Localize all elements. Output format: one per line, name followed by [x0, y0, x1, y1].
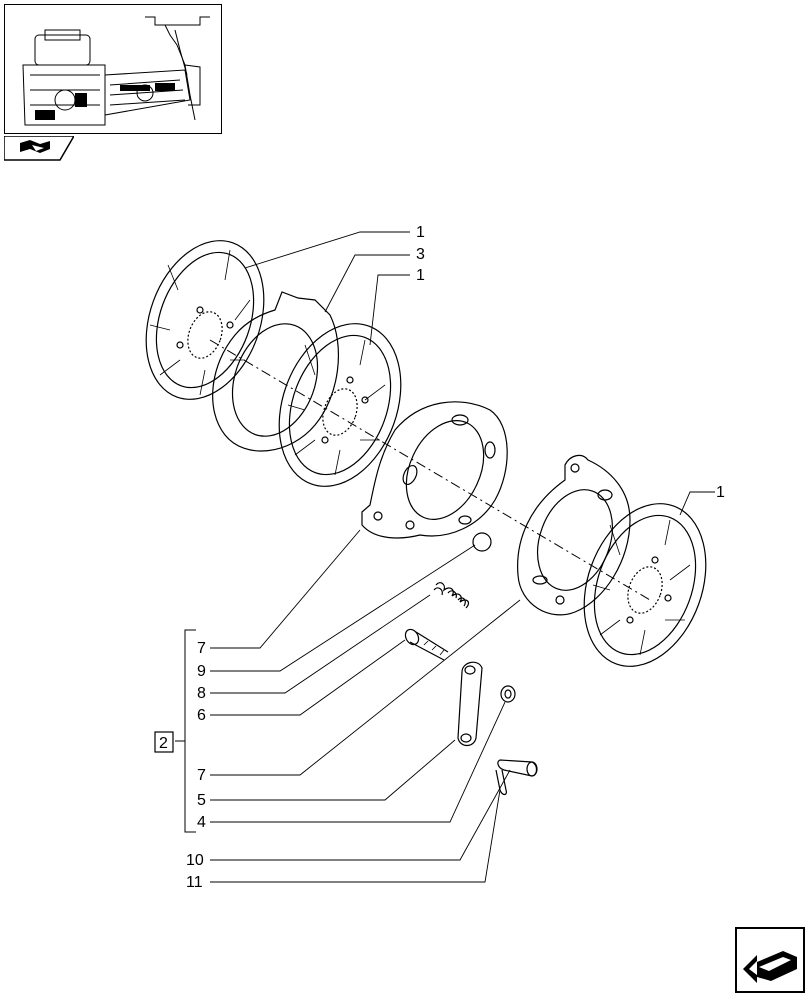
- kit-callout-2: 2: [159, 735, 168, 752]
- spring: [433, 582, 470, 609]
- separator-plate: [212, 291, 339, 452]
- callout-11: 11: [186, 874, 203, 891]
- callout-1-right: 1: [716, 484, 725, 501]
- next-page-button[interactable]: [735, 927, 805, 993]
- callout-6: 6: [197, 707, 206, 724]
- assembly-thumbnail-drawing: [22, 16, 210, 126]
- callout-4: 4: [197, 814, 206, 831]
- link: [457, 661, 483, 747]
- callout-5: 5: [197, 792, 206, 809]
- cotter-pin: [495, 769, 507, 796]
- actuator-plate-lower: [517, 454, 631, 616]
- ball: [472, 532, 492, 552]
- clevis-pin: [497, 759, 538, 777]
- actuator-plate-upper: [361, 401, 508, 539]
- book-icon: [3, 135, 76, 161]
- assembly-thumbnail[interactable]: [4, 4, 222, 134]
- kit-box: [154, 731, 174, 753]
- callout-10: 10: [186, 852, 204, 869]
- callout-1-top: 1: [416, 224, 425, 241]
- callout-1-middle: 1: [416, 267, 425, 284]
- callout-3: 3: [416, 246, 425, 263]
- bolt: [404, 628, 449, 661]
- nut: [500, 685, 516, 703]
- callout-8: 8: [197, 685, 206, 702]
- friction-disc-top-left: [145, 240, 265, 400]
- next-page-arrow-icon: [735, 927, 805, 993]
- previous-section-tab[interactable]: [3, 135, 76, 161]
- friction-disc-middle: [278, 323, 402, 487]
- callout-7-upper: 7: [197, 640, 206, 657]
- callout-9: 9: [197, 663, 206, 680]
- callout-7-lower: 7: [197, 767, 206, 784]
- friction-disc-right: [583, 503, 707, 667]
